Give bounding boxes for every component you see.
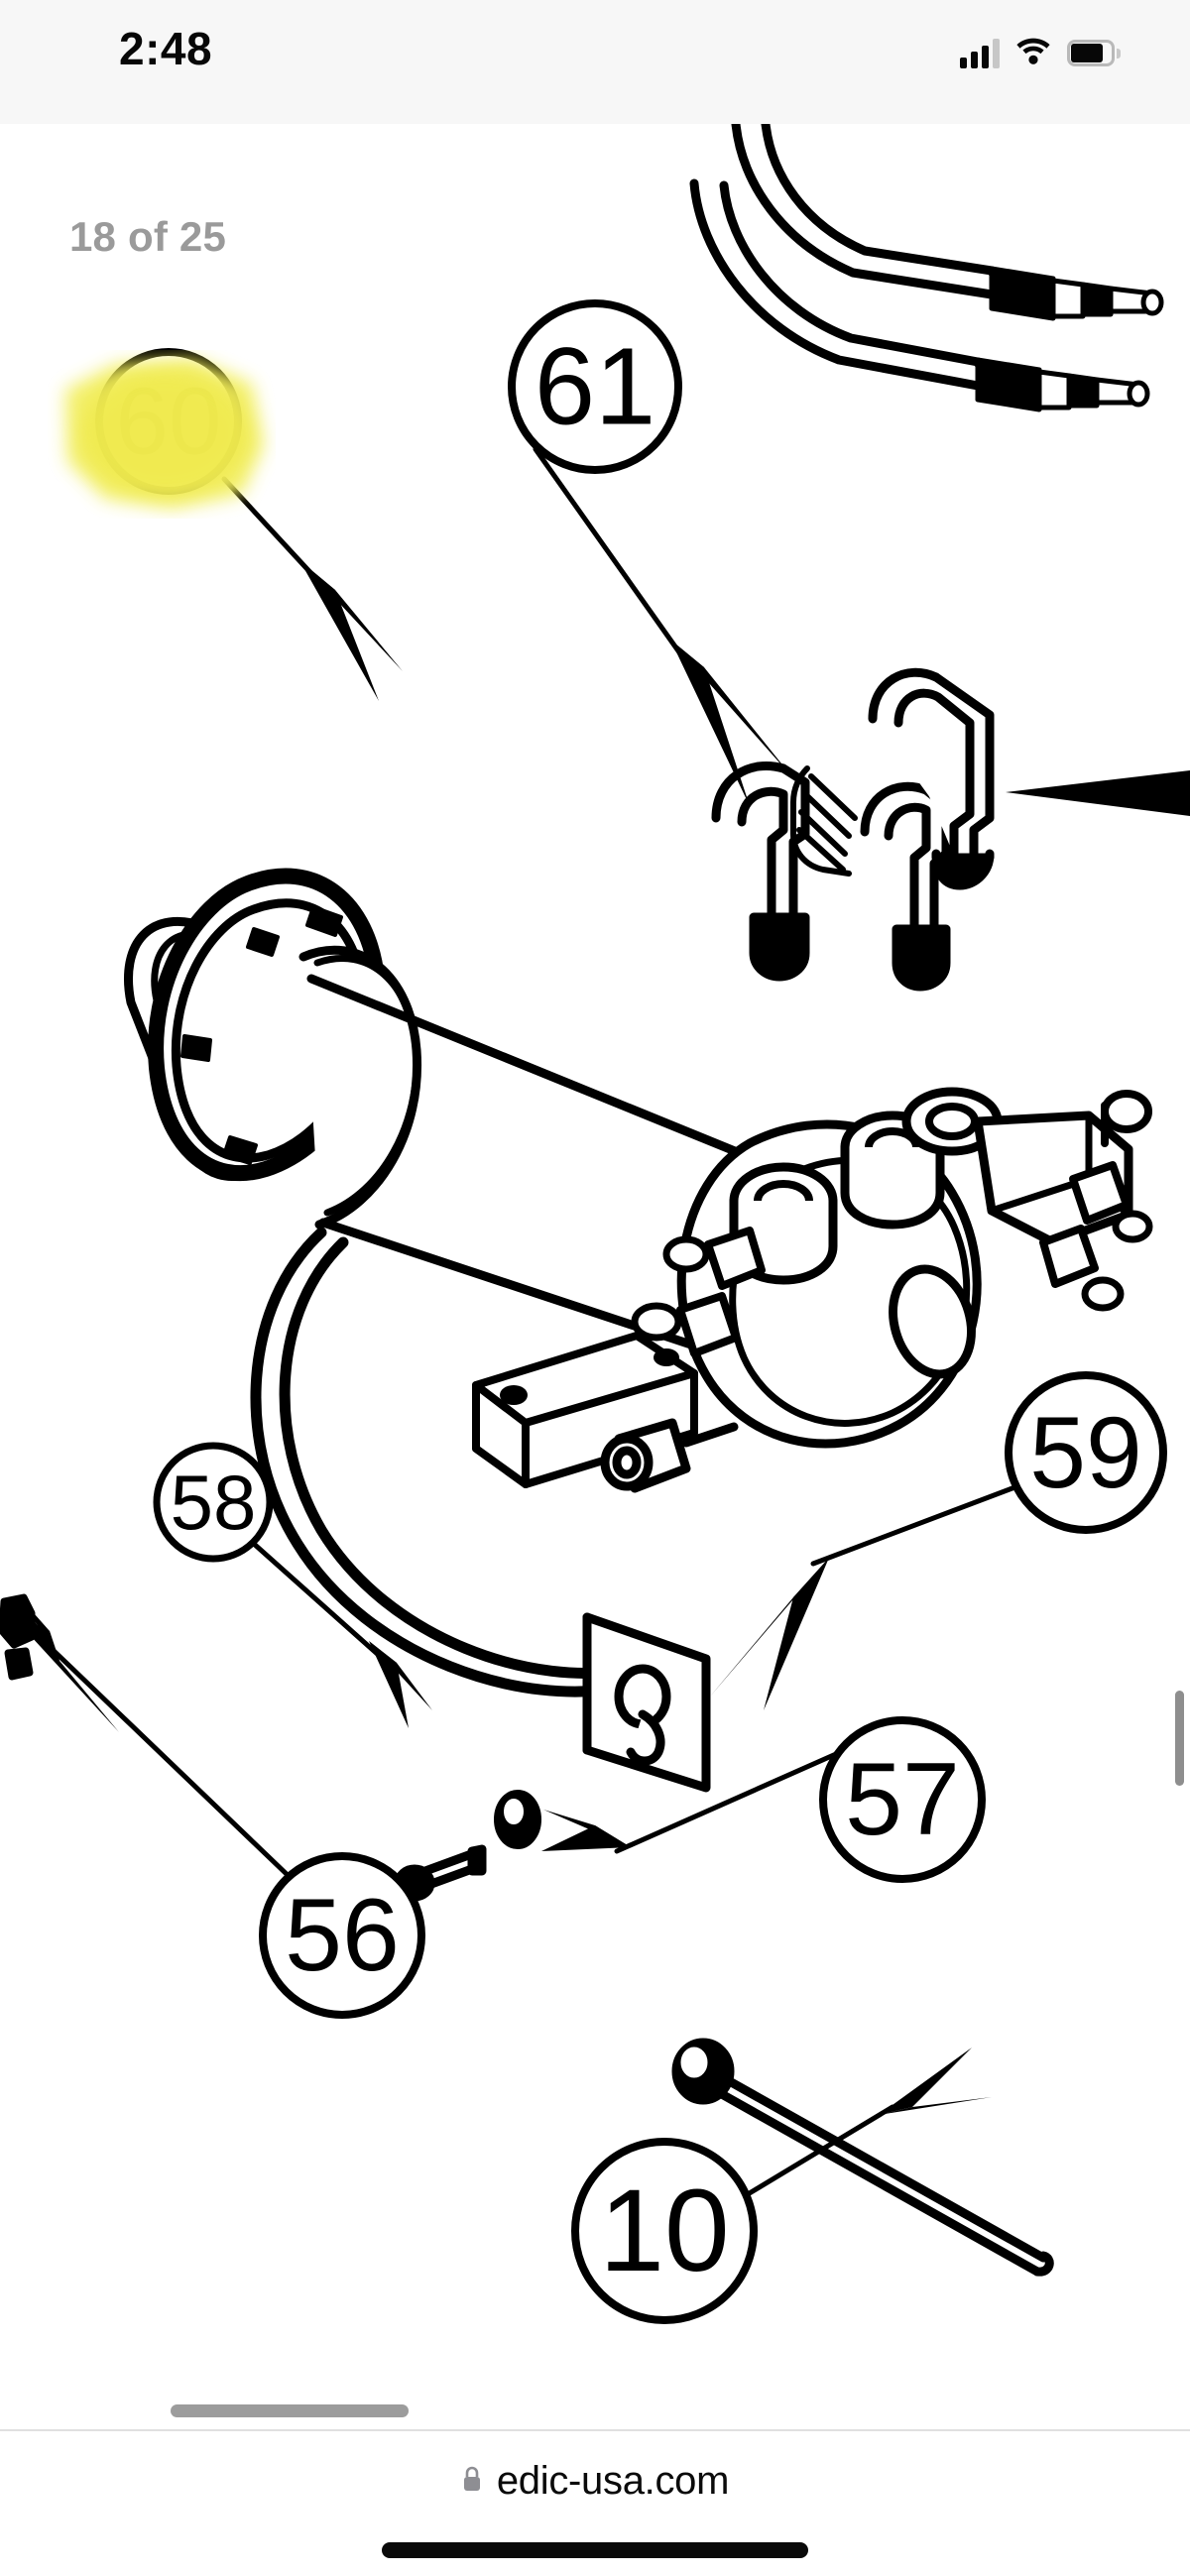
pump-port-a: [729, 1162, 838, 1285]
callout-59-label: 59: [1029, 1396, 1141, 1509]
browser-bottom-bar: edic-usa.com: [0, 2429, 1190, 2576]
url-text[interactable]: edic-usa.com: [496, 2459, 730, 2503]
ball-end-rod: [671, 2038, 1054, 2277]
status-bar-indicators: [960, 36, 1121, 70]
callout-10-label: 10: [599, 2166, 729, 2296]
status-bar: 2:48: [0, 0, 1190, 124]
mounting-plate: [582, 1612, 711, 1793]
pump-port-b: [840, 1111, 945, 1229]
leader-arrow-right-edge: [1006, 770, 1190, 816]
callout-10[interactable]: 10: [571, 2138, 758, 2324]
callout-56-label: 56: [285, 1878, 400, 1993]
vertical-scrollbar[interactable]: [1175, 1691, 1184, 1786]
webpage-content[interactable]: 18 of 25: [0, 124, 1190, 2429]
callout-arrowheads: [8, 560, 992, 2115]
callout-60[interactable]: 60: [95, 348, 242, 495]
callout-61[interactable]: 61: [508, 299, 682, 474]
page-counter: 18 of 25: [69, 213, 227, 260]
url-bar[interactable]: edic-usa.com: [0, 2459, 1190, 2504]
horizontal-scrollbar[interactable]: [171, 2404, 409, 2417]
callout-58[interactable]: 58: [153, 1442, 274, 1563]
callout-57-label: 57: [845, 1742, 960, 1857]
suction-tube: [250, 1227, 637, 1698]
pump-head: [600, 1087, 1153, 1493]
lock-icon: [461, 2465, 483, 2498]
callout-57[interactable]: 57: [819, 1716, 986, 1883]
battery-icon: [1067, 40, 1121, 66]
home-indicator: [382, 2542, 808, 2558]
hose-fitting-lower: [975, 357, 1150, 412]
pump-outlet-stub: [600, 1418, 691, 1493]
callout-61-label: 61: [535, 326, 655, 448]
callout-56[interactable]: 56: [259, 1852, 425, 2019]
elbow-fitting-right: [868, 667, 995, 890]
callout-59[interactable]: 59: [1005, 1371, 1167, 1534]
ring-grommet: [494, 1790, 541, 1849]
cellular-signal-icon: [960, 38, 1000, 68]
hose-fitting-upper: [989, 266, 1164, 321]
status-bar-time: 2:48: [119, 23, 213, 74]
callout-58-label: 58: [171, 1459, 257, 1546]
wifi-icon: [1015, 36, 1051, 70]
parts-diagram[interactable]: 60 61 58 56 57 59 10: [0, 124, 1190, 2429]
callout-60-label: 60: [116, 369, 222, 475]
elbow-fitting-left: [711, 761, 810, 982]
threaded-nipple: [790, 765, 858, 877]
hydraulic-hose-upper: [731, 124, 1009, 299]
elbow-fitting-middle: [860, 781, 951, 992]
